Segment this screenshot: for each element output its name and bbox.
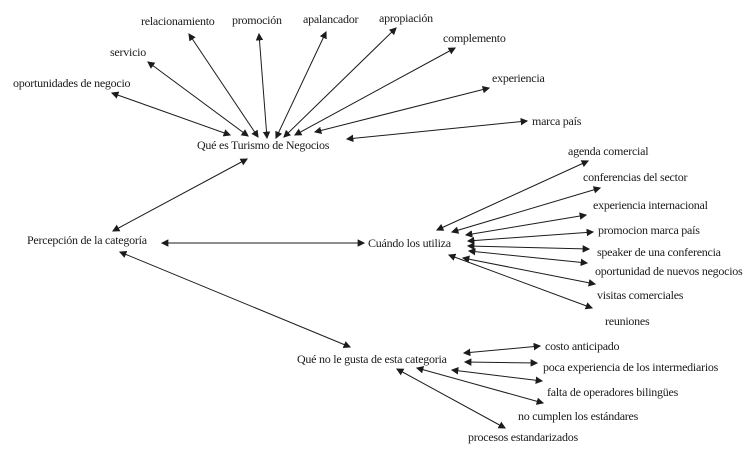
node-visitas-comerciales: visitas comerciales (597, 288, 684, 302)
edge-arrow (255, 32, 271, 140)
node-apalancador: apalancador (303, 12, 359, 26)
edge-arrow (188, 33, 259, 138)
edge-arrow (110, 91, 232, 137)
edge-arrow (313, 85, 491, 135)
edge-arrow (466, 228, 595, 245)
node-relacionamiento: relacionamiento (141, 14, 215, 28)
edge-arrow (447, 253, 594, 310)
node-oportunidades-de-negocio: oportunidades de negocio (13, 76, 131, 90)
node-agenda-comercial: agenda comercial (568, 144, 649, 158)
edge-arrow (112, 158, 248, 232)
edge-arrow (435, 160, 590, 231)
node-apropiacion: apropiación (379, 11, 433, 25)
node-poca-experiencia-de-los-intermediarios: poca experiencia de los intermediarios (543, 360, 719, 374)
edge-arrow (463, 358, 539, 367)
edge-arrow (467, 247, 589, 267)
node-procesos-estandarizados: procesos estandarizados (468, 430, 578, 444)
edge-arrow (462, 342, 542, 357)
node-costo-anticipado: costo anticipado (545, 339, 620, 353)
node-servicio: servicio (110, 45, 146, 59)
node-promocion-marca-pais: promocion marca país (598, 223, 700, 237)
node-percepcion-de-la-categoria: Percepción de la categoría (27, 233, 147, 247)
edge-arrow (464, 212, 588, 238)
node-que-es-turismo-de-negocios: Qué es Turismo de Negocios (197, 138, 330, 152)
node-experiencia: experiencia (492, 71, 545, 85)
edge-arrow (294, 47, 456, 136)
edge-group (110, 27, 602, 429)
node-marca-pais: marca país (532, 114, 582, 128)
node-reuniones: reuniones (605, 314, 650, 328)
edge-arrow (450, 367, 544, 384)
edge-arrow (466, 242, 591, 253)
edge-arrow (345, 117, 529, 143)
node-que-no-le-gusta: Qué no le gusta de esta categoria (297, 352, 447, 366)
node-experiencia-internacional: experiencia internacional (593, 198, 708, 212)
node-no-cumplen-los-estandares: no cumplen los estándares (518, 409, 639, 423)
node-complemento: complemento (443, 31, 506, 45)
edge-arrow (118, 250, 352, 349)
node-conferencias-del-sector: conferencias del sector (583, 170, 688, 184)
node-oportunidad-de-nuevos-negocios: oportunidad de nuevos negocios (595, 264, 743, 278)
node-speaker-de-una-conferencia: speaker de una conferencia (597, 245, 721, 259)
edge-arrow (396, 368, 506, 429)
node-cuando-los-utiliza: Cuándo los utiliza (368, 236, 451, 250)
node-promocion: promoción (232, 13, 282, 27)
node-falta-de-operadores-bilingues: falta de operadores bilingües (547, 385, 679, 399)
edge-arrow (283, 27, 397, 138)
